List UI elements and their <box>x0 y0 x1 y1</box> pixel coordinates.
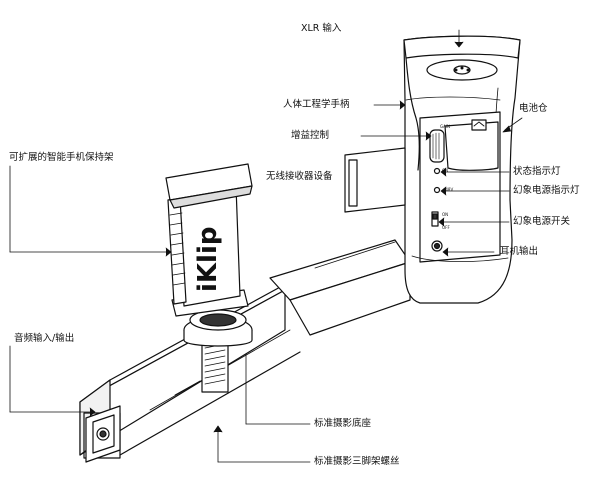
label-tripod-thread: 标准摄影三脚架螺丝 <box>314 456 400 467</box>
switch-on-text: ON <box>442 212 448 217</box>
gain-text: GAIN <box>440 124 450 129</box>
camera-mount-base <box>183 309 253 347</box>
tripod-screw <box>201 339 229 393</box>
label-xlr-input: XLR 输入 <box>301 23 342 34</box>
handle-body: GAIN ON +48V ON OFF <box>403 35 521 304</box>
label-headphone-output: 耳机输出 <box>500 246 539 257</box>
phantom-48v-text: +48V <box>442 187 453 192</box>
label-battery-compartment: 电池仓 <box>519 103 548 114</box>
smartphone-holder: iKlip <box>165 163 253 317</box>
brand-text: iKlip <box>193 227 223 293</box>
label-gain-control: 增益控制 <box>291 130 330 141</box>
callout-lines <box>9 29 523 463</box>
label-camera-mount: 标准摄影底座 <box>314 418 372 429</box>
switch-off-text: OFF <box>442 225 450 230</box>
label-audio-io: 音频输入/输出 <box>14 333 75 344</box>
wireless-receiver-plate <box>344 147 406 213</box>
label-ergonomic-handle: 人体工程学手柄 <box>283 99 350 110</box>
label-phantom-power-switch: 幻象电源开关 <box>513 216 571 227</box>
label-smartphone-holder: 可扩展的智能手机保持架 <box>9 152 114 163</box>
label-wireless-receiver: 无线接收器设备 <box>266 171 333 182</box>
label-phantom-power-led: 幻象电源指示灯 <box>513 185 580 196</box>
connecting-arm <box>269 239 411 336</box>
label-status-led: 状态指示灯 <box>513 166 561 177</box>
